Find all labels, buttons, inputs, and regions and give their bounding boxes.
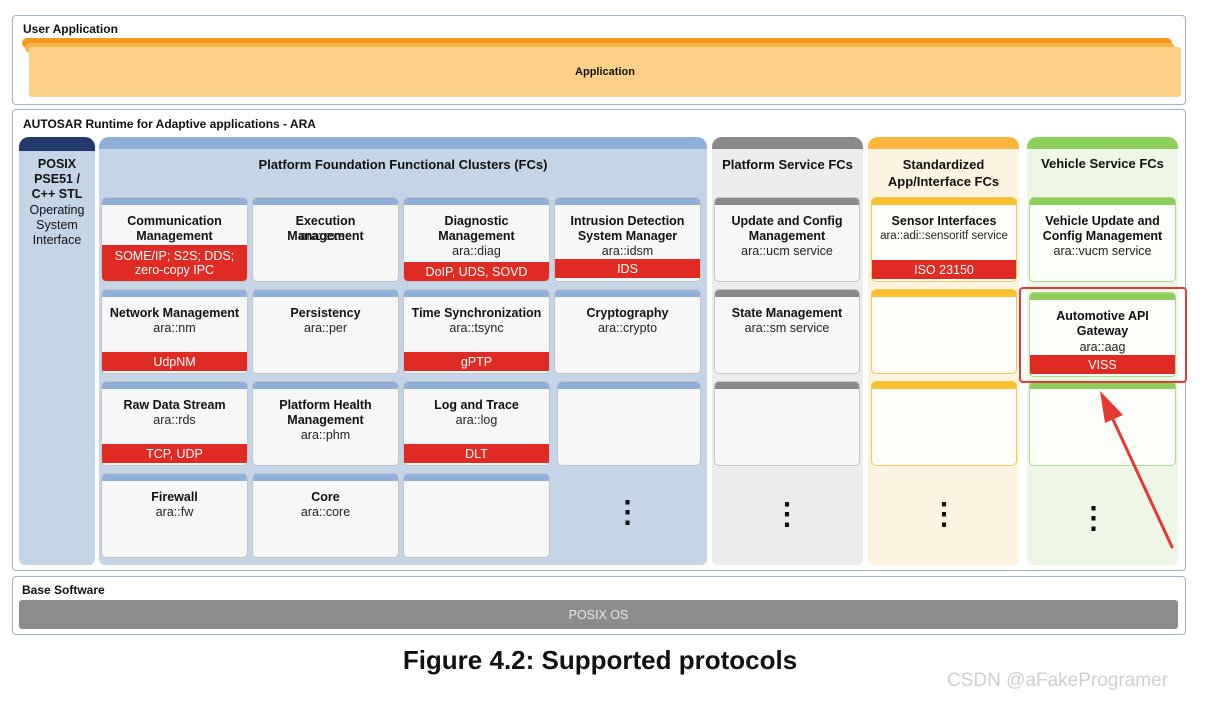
fc-title: Sensor Interfaces	[891, 214, 997, 228]
fc-title: Firewall	[151, 490, 198, 504]
posix-title: POSIX PSE51 / C++ STL	[31, 157, 83, 201]
fc-namespace: ara::exec	[299, 229, 352, 243]
more-vehicle-fcs-marker: ⋮	[1078, 502, 1109, 535]
figure-caption: Figure 4.2: Supported protocols	[402, 645, 798, 675]
fc-vehicle-update-config-management: Vehicle Update and Config Management ara…	[1029, 197, 1176, 282]
protocol-badge: IDS	[555, 259, 700, 278]
fc-namespace: ara::rds	[153, 413, 196, 427]
service-column-title: Platform Service FCs	[722, 157, 853, 172]
fc-title: Cryptography	[586, 306, 669, 320]
fc-namespace: ara::idsm	[601, 244, 654, 258]
fc-title: Persistency	[290, 306, 361, 320]
application-box: Application	[29, 47, 1181, 97]
fc-namespace: ara::adi::sensoritf service	[880, 230, 1008, 242]
fc-namespace: ara::crypto	[597, 321, 658, 335]
fc-diagnostic-management: Diagnostic Management ara::diag DoIP, UD…	[403, 197, 550, 282]
fc-platform-health-management: Platform Health Management ara::phm	[252, 381, 399, 466]
fc-namespace: ara::aag	[1079, 340, 1126, 354]
protocol-badge: ISO 23150	[872, 260, 1016, 279]
protocol-badge: gPTP	[404, 352, 549, 371]
fc-persistency: Persistency ara::per	[252, 289, 399, 374]
user-application-layer: User Application Application	[12, 15, 1186, 105]
fc-title: Platform Health Management	[279, 398, 372, 427]
posix-column	[19, 137, 95, 565]
protocol-badge: DLT	[404, 444, 549, 463]
fc-namespace: ara::vucm service	[1053, 244, 1152, 258]
fc-namespace: ara::sm service	[744, 321, 830, 335]
fc-empty-slot	[403, 473, 550, 558]
fc-log-and-trace: Log and Trace ara::log DLT	[403, 381, 550, 466]
protocol-badge: UdpNM	[102, 352, 247, 371]
fc-network-management: Network Management ara::nm UdpNM	[101, 289, 248, 374]
fc-namespace: ara::core	[300, 505, 351, 519]
fc-automotive-api-gateway: Automotive API Gateway ara::aag VISS	[1029, 292, 1176, 377]
fc-title: Raw Data Stream	[123, 398, 226, 412]
protocol-badge: TCP, UDP	[102, 444, 247, 463]
fc-title: Diagnostic Management	[438, 214, 515, 243]
fc-empty-slot	[714, 381, 860, 466]
fc-title: Automotive API Gateway	[1056, 309, 1149, 338]
fc-namespace: ara::nm	[153, 321, 196, 335]
foundation-column-title: Platform Foundation Functional Clusters …	[258, 157, 548, 172]
fc-empty-slot	[871, 289, 1017, 374]
posix-os-bar: POSIX OS	[19, 600, 1178, 629]
more-foundation-fcs-marker: ⋮	[612, 496, 643, 529]
user-application-title: User Application	[23, 22, 118, 36]
fc-empty-slot	[557, 381, 701, 466]
more-standardized-fcs-marker: ⋮	[929, 498, 959, 531]
posix-subtitle: Operating System Interface	[29, 203, 85, 247]
fc-title: Vehicle Update and Config Management	[1042, 214, 1163, 243]
protocol-badge: SOME/IP; S2S; DDS; zero-copy IPC	[102, 245, 247, 281]
fc-title: Communication Management	[127, 214, 222, 243]
fc-title: Log and Trace	[434, 398, 519, 412]
watermark: CSDN @aFakeProgramer	[947, 670, 1168, 691]
fc-firewall: Firewall ara::fw	[101, 473, 248, 558]
fc-title: Core	[311, 490, 340, 504]
protocol-badge: VISS	[1030, 355, 1175, 374]
fc-namespace: ara::per	[303, 321, 348, 335]
fc-title: Update and Config Management	[731, 214, 843, 243]
fc-empty-slot	[871, 381, 1017, 466]
fc-raw-data-stream: Raw Data Stream ara::rds TCP, UDP	[101, 381, 248, 466]
fc-namespace: ara::tsync	[449, 321, 504, 335]
fc-state-management: State Management ara::sm service	[714, 289, 860, 374]
more-service-fcs-marker: ⋮	[772, 498, 802, 531]
fc-title: Time Synchronization	[411, 306, 542, 320]
fc-namespace: ara::fw	[155, 505, 194, 519]
vehicle-column-title: Vehicle Service FCs	[1041, 156, 1164, 171]
fc-title: Intrusion Detection System Manager	[570, 214, 685, 243]
fc-execution-management: Execution Management ara::exec	[252, 197, 399, 282]
base-software-layer: Base Software POSIX OS	[12, 576, 1186, 635]
fc-namespace: ara::log	[455, 413, 498, 427]
fc-update-config-management: Update and Config Management ara::ucm se…	[714, 197, 860, 282]
highlight-box	[1019, 287, 1187, 383]
ara-title: AUTOSAR Runtime for Adaptive application…	[23, 117, 316, 131]
protocol-badge: DoIP, UDS, SOVD	[404, 262, 549, 281]
fc-title: Network Management	[109, 306, 240, 320]
standardized-column-title: Standardized App/Interface FCs	[887, 157, 1000, 189]
fc-namespace: ara::phm	[300, 428, 351, 442]
fc-core: Core ara::core	[252, 473, 399, 558]
fc-cryptography: Cryptography ara::crypto	[554, 289, 701, 374]
fc-title: State Management	[731, 306, 843, 320]
fc-namespace: ara::diag	[452, 244, 501, 258]
base-software-title: Base Software	[22, 583, 105, 597]
fc-communication-management: Communication Management SOME/IP; S2S; D…	[101, 197, 248, 282]
fc-title: Execution Management	[287, 214, 364, 243]
fc-namespace: ara::ucm service	[741, 244, 833, 258]
fc-time-synchronization: Time Synchronization ara::tsync gPTP	[403, 289, 550, 374]
annotation-arrow	[1100, 391, 1174, 549]
fc-sensor-interfaces: Sensor Interfaces ara::adi::sensoritf se…	[871, 197, 1017, 282]
fc-intrusion-detection: Intrusion Detection System Manager ara::…	[554, 197, 701, 282]
